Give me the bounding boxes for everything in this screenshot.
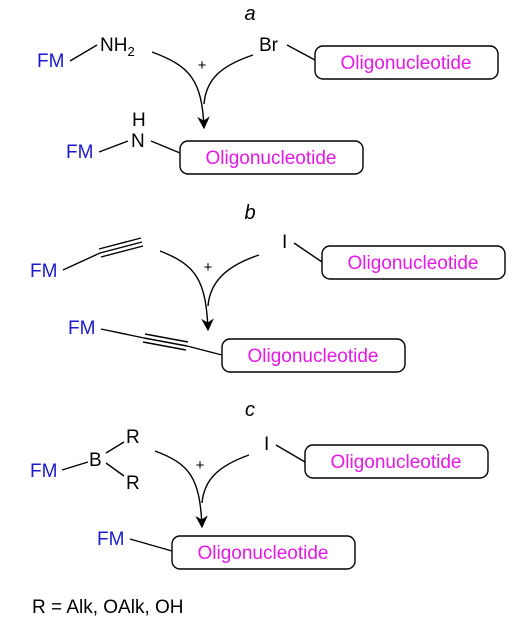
- reaction-letter-a: a: [244, 3, 255, 25]
- amine-group-label: NH2: [100, 35, 135, 59]
- oligonucleotide-box-substrate-b: [321, 245, 506, 280]
- i-oligo-bond: [275, 444, 306, 463]
- product-fm-label: FM: [97, 529, 124, 550]
- oligonucleotide-label-product-c: Oligonucleotide: [198, 543, 329, 564]
- reagent-fm-label: FM: [37, 51, 64, 72]
- fm-alkyne-bond: [62, 252, 101, 271]
- oligonucleotide-box-product-b: [221, 338, 406, 373]
- reaction-arrow-a-branch: [203, 54, 254, 105]
- oligonucleotide-label-substrate-b: Oligonucleotide: [348, 253, 479, 274]
- reaction-b: b FM I Oligonucleotide + FM Oligonucleot…: [30, 202, 506, 373]
- plus-sign-a: +: [198, 57, 207, 74]
- b-r-lower-bond: [105, 462, 125, 477]
- oligonucleotide-box-substrate-c: [304, 444, 489, 479]
- r-group-lower-label: R: [126, 473, 140, 494]
- r-group-upper-label: R: [126, 427, 140, 448]
- product-fm-label: FM: [66, 142, 93, 163]
- amine-subscript: 2: [127, 44, 134, 59]
- reaction-a: a FM NH2 Br Oligonucleotide + FM H N Oli…: [37, 3, 499, 175]
- iodo-atom-label: I: [282, 232, 287, 253]
- iodo-atom-label: I: [264, 434, 269, 455]
- fm-alkyne-product-bond: [100, 328, 145, 339]
- triple-bond-reagent: [98, 237, 144, 258]
- triple-bond-product: [142, 333, 189, 351]
- oligonucleotide-label-substrate-c: Oligonucleotide: [331, 452, 462, 473]
- reaction-c: c FM B R R I Oligonucleotide + FM Oligon…: [30, 399, 489, 570]
- oligonucleotide-label-substrate-a: Oligonucleotide: [341, 53, 472, 74]
- reagent-fm-label: FM: [30, 261, 57, 282]
- fm-n-bond: [98, 140, 129, 153]
- oligonucleotide-box-product-a: [179, 140, 364, 175]
- reaction-letter-c: c: [245, 399, 255, 421]
- reaction-arrow-c: [154, 450, 208, 529]
- reaction-arrow-b-branch: [207, 254, 260, 307]
- oligonucleotide-box-product-c: [171, 535, 356, 570]
- r-group-definition-note: R = Alk, OAlk, OH: [32, 597, 184, 618]
- oligonucleotide-box-substrate-a: [314, 45, 499, 80]
- alkyne-oligo-bond: [186, 345, 223, 356]
- fm-nh2-bond: [69, 44, 98, 62]
- b-r-upper-bond: [105, 441, 125, 454]
- reaction-arrow-b: [159, 250, 214, 332]
- bromo-atom-label: Br: [259, 35, 279, 56]
- i-oligo-bond: [293, 242, 323, 263]
- product-fm-label: FM: [68, 318, 95, 339]
- reagent-fm-label: FM: [30, 461, 57, 482]
- reaction-arrow-c-branch: [201, 454, 250, 504]
- plus-sign-b: +: [204, 259, 213, 276]
- plus-sign-c: +: [196, 457, 205, 474]
- reaction-letter-b: b: [244, 202, 255, 224]
- reaction-arrow-a: [151, 51, 210, 130]
- n-oligo-bond: [150, 140, 181, 154]
- oligonucleotide-label-product-b: Oligonucleotide: [248, 346, 379, 367]
- product-h-label: H: [132, 110, 146, 131]
- product-n-label: N: [131, 131, 145, 152]
- br-oligo-bond: [286, 44, 316, 61]
- fm-oligo-bond: [129, 538, 173, 552]
- boron-atom-label: B: [89, 450, 102, 471]
- fm-b-bond: [61, 461, 89, 471]
- oligonucleotide-label-product-a: Oligonucleotide: [206, 148, 337, 169]
